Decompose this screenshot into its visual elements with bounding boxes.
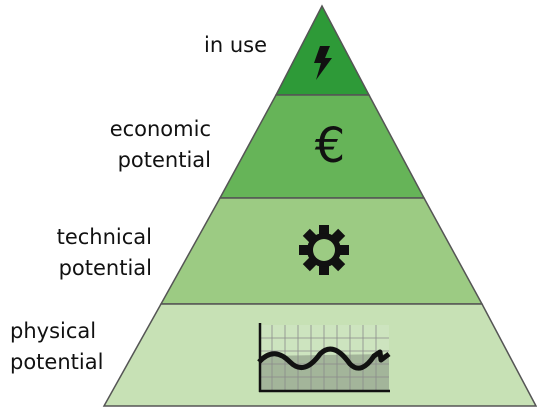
- label-in-use: in use: [204, 33, 267, 57]
- label-economic-potential: economic potential: [109, 117, 211, 172]
- gear-icon: [299, 225, 349, 275]
- euro-icon: €: [315, 118, 346, 174]
- lightning-bolt-icon: [314, 46, 332, 80]
- wave-chart-icon: [257, 323, 391, 393]
- label-physical-potential: physical potential: [10, 319, 104, 374]
- label-technical-potential: technical potential: [56, 225, 152, 280]
